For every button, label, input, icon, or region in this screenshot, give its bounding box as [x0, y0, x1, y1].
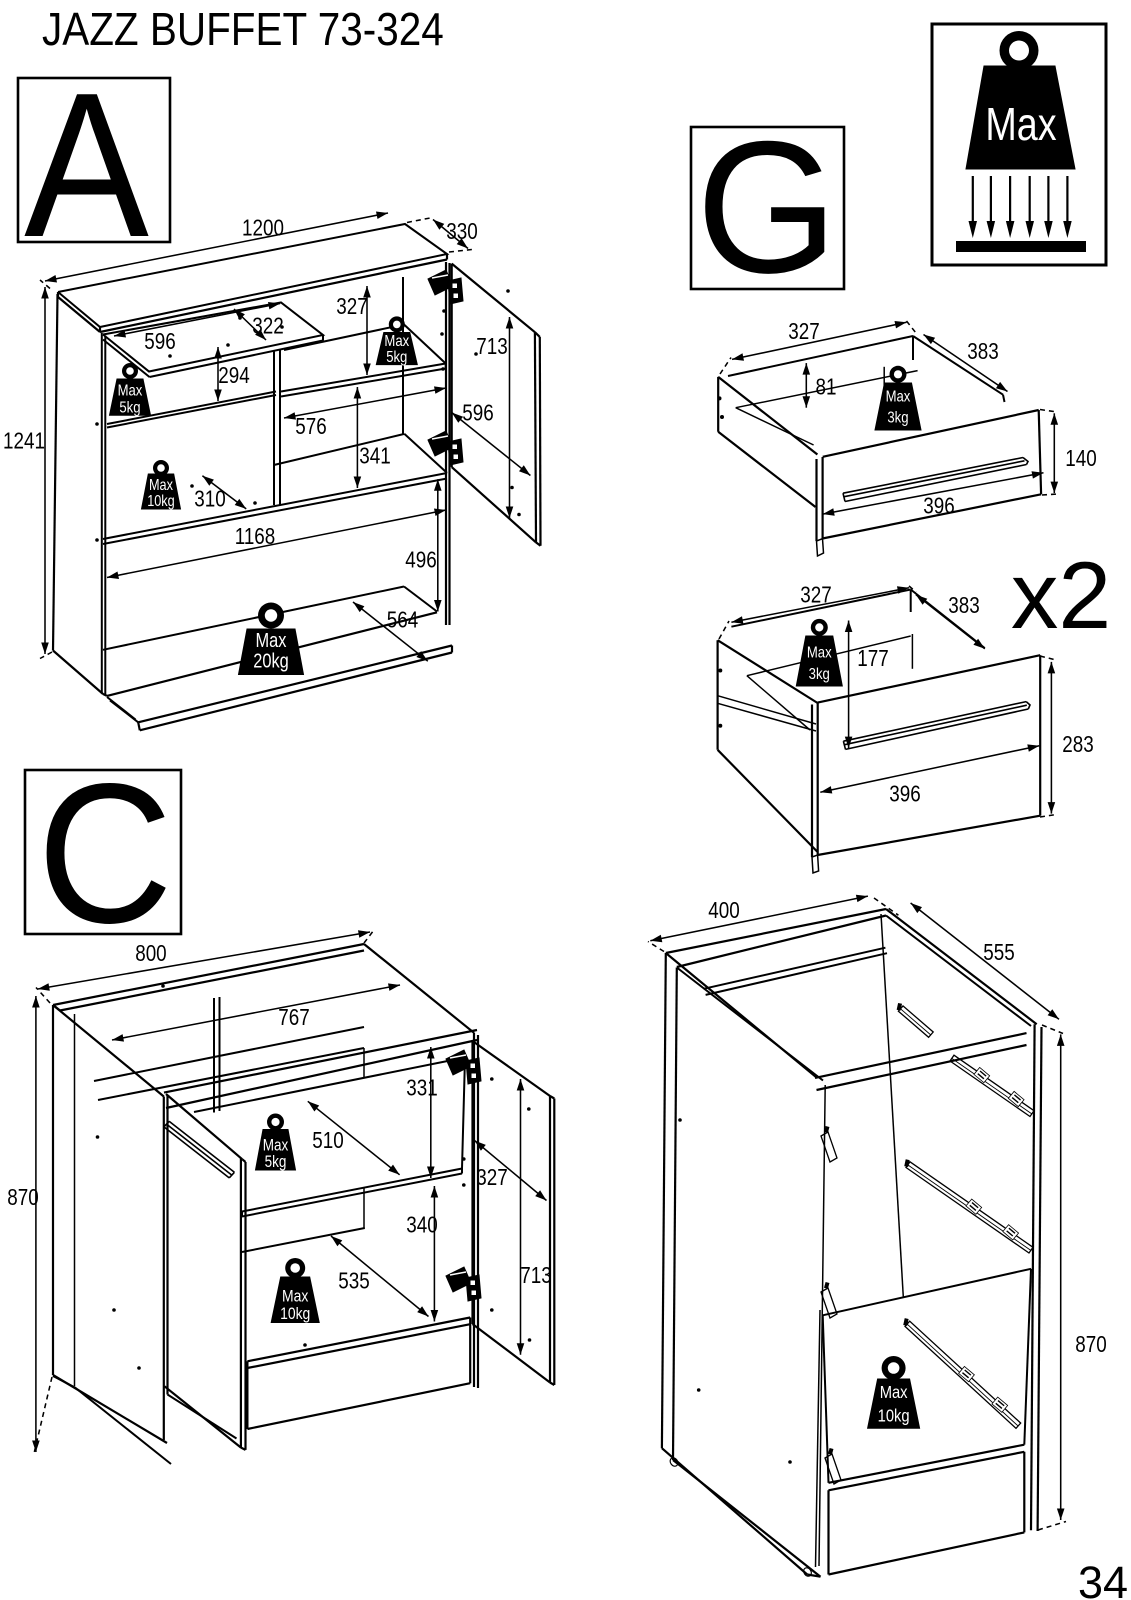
svg-text:10kg: 10kg	[280, 1305, 310, 1324]
svg-text:535: 535	[338, 1269, 369, 1294]
svg-text:396: 396	[923, 494, 954, 519]
svg-text:327: 327	[476, 1165, 507, 1190]
svg-text:A: A	[24, 50, 149, 280]
svg-text:81: 81	[815, 375, 836, 400]
svg-text:713: 713	[520, 1263, 551, 1288]
svg-text:496: 496	[405, 548, 436, 573]
svg-text:1241: 1241	[3, 429, 45, 454]
svg-text:330: 330	[446, 219, 477, 244]
svg-text:177: 177	[857, 646, 888, 671]
svg-text:327: 327	[336, 294, 367, 319]
svg-text:576: 576	[295, 414, 326, 439]
svg-text:870: 870	[1075, 1332, 1106, 1357]
svg-text:Max: Max	[886, 388, 911, 405]
svg-text:G: G	[696, 102, 838, 312]
svg-text:Max: Max	[118, 382, 143, 399]
svg-text:322: 322	[252, 314, 283, 339]
svg-text:327: 327	[788, 319, 819, 344]
svg-text:596: 596	[462, 401, 493, 426]
svg-text:340: 340	[406, 1213, 437, 1238]
svg-text:800: 800	[135, 941, 166, 966]
svg-text:JAZZ BUFFET 73-324: JAZZ BUFFET 73-324	[42, 5, 444, 56]
svg-text:Max: Max	[149, 477, 173, 494]
svg-text:Max: Max	[985, 98, 1056, 149]
svg-text:3kg: 3kg	[887, 409, 908, 426]
svg-text:Max: Max	[880, 1383, 909, 1403]
svg-text:510: 510	[312, 1128, 343, 1153]
svg-text:10kg: 10kg	[147, 493, 175, 510]
svg-text:140: 140	[1065, 446, 1096, 471]
svg-text:10kg: 10kg	[878, 1406, 910, 1426]
svg-text:1168: 1168	[235, 524, 276, 549]
svg-text:5kg: 5kg	[386, 349, 407, 366]
svg-text:Max: Max	[256, 628, 287, 651]
svg-text:870: 870	[7, 1185, 38, 1210]
svg-text:C: C	[37, 743, 173, 965]
svg-text:294: 294	[218, 363, 250, 388]
svg-text:5kg: 5kg	[265, 1153, 287, 1172]
svg-text:Max: Max	[384, 333, 409, 350]
svg-text:20kg: 20kg	[253, 649, 289, 672]
svg-text:331: 331	[406, 1076, 437, 1101]
svg-text:Max: Max	[807, 644, 832, 661]
svg-text:396: 396	[889, 782, 920, 807]
svg-text:383: 383	[967, 339, 998, 364]
svg-text:327: 327	[800, 583, 831, 608]
svg-text:596: 596	[144, 329, 175, 354]
svg-text:3kg: 3kg	[809, 666, 830, 683]
svg-text:Max: Max	[282, 1287, 309, 1306]
svg-text:767: 767	[278, 1005, 309, 1030]
svg-text:34: 34	[1078, 1557, 1128, 1600]
svg-text:713: 713	[476, 334, 507, 359]
svg-text:564: 564	[387, 608, 419, 633]
svg-text:555: 555	[983, 940, 1014, 965]
svg-text:400: 400	[708, 898, 739, 923]
svg-text:1200: 1200	[242, 216, 284, 241]
svg-text:383: 383	[948, 593, 979, 618]
svg-text:283: 283	[1062, 732, 1093, 757]
svg-text:5kg: 5kg	[119, 399, 140, 416]
svg-text:341: 341	[359, 444, 390, 469]
svg-text:x2: x2	[1011, 543, 1111, 649]
svg-text:310: 310	[194, 487, 225, 512]
svg-text:Max: Max	[263, 1136, 289, 1155]
